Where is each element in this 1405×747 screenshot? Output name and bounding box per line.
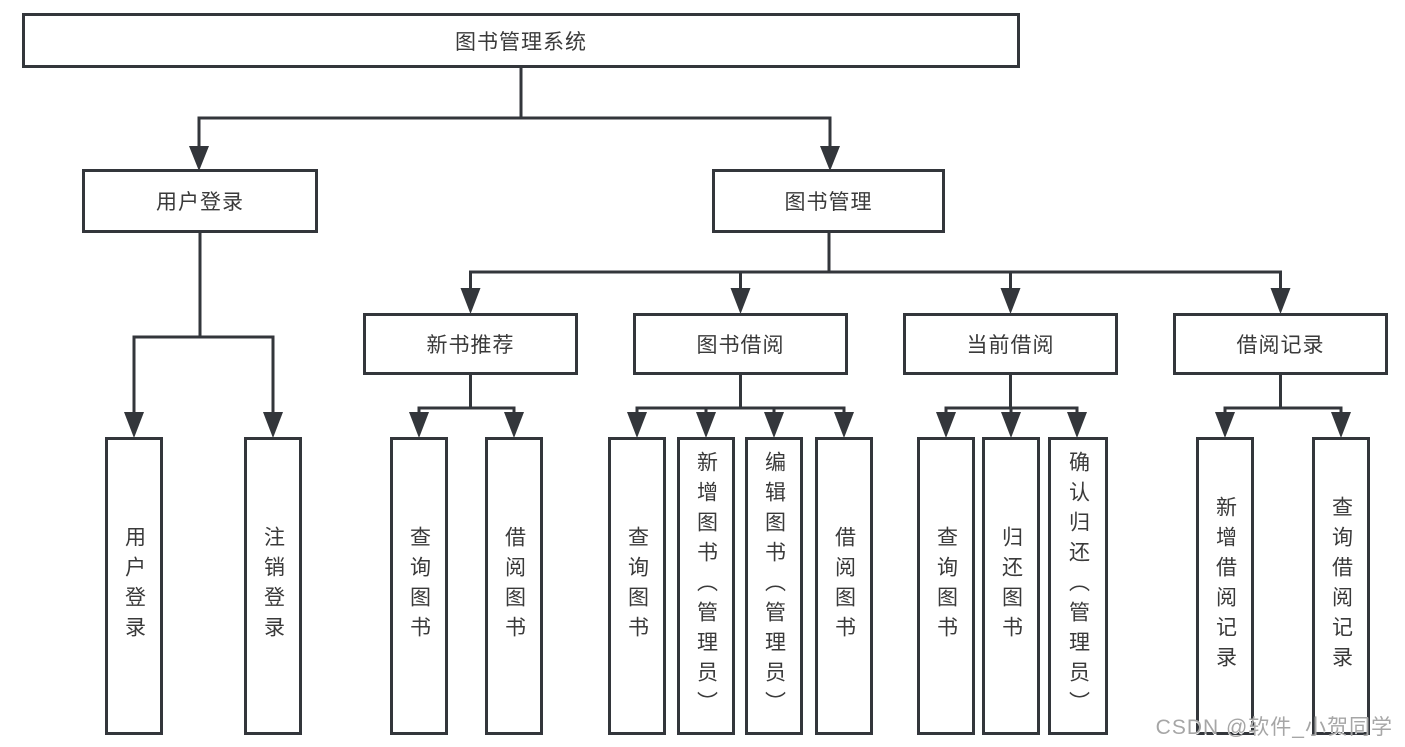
node-current-borrow-label: 当前借阅 [966,334,1055,357]
leaf-borrow-books-recommend-label: 借阅图书 [502,526,526,646]
leaf-user-login: 用户登录 [105,437,163,735]
node-new-book-recommend-label: 新书推荐 [426,334,515,357]
leaf-confirm-return-admin: 确认归还（管理员） [1048,437,1108,735]
csdn-watermark: CSDN @软件_小贺同学 [1155,716,1393,739]
node-book-management: 图书管理 [712,169,945,233]
leaf-borrow-books-label: 借阅图书 [832,526,856,646]
node-user-login-label: 用户登录 [156,191,244,214]
node-borrow-records-label: 借阅记录 [1236,334,1325,357]
leaf-user-login-label: 用户登录 [122,526,146,646]
node-new-book-recommend: 新书推荐 [363,313,578,375]
leaf-confirm-return-admin-label: 确认归还（管理员） [1066,451,1090,721]
leaf-return-book-label: 归还图书 [999,526,1023,646]
leaf-query-books-current-label: 查询图书 [934,526,958,646]
node-book-borrow: 图书借阅 [633,313,848,375]
leaf-add-borrow-record: 新增借阅记录 [1196,437,1254,735]
leaf-add-borrow-record-label: 新增借阅记录 [1213,496,1237,676]
leaf-query-books-borrow-label: 查询图书 [625,526,649,646]
node-book-management-label: 图书管理 [784,191,873,214]
leaf-logout-label: 注销登录 [261,526,285,646]
node-current-borrow: 当前借阅 [903,313,1118,375]
leaf-edit-book-admin-label: 编辑图书（管理员） [762,451,786,721]
node-user-login: 用户登录 [82,169,318,233]
node-root: 图书管理系统 [22,13,1020,68]
node-book-borrow-label: 图书借阅 [696,334,785,357]
leaf-add-book-admin: 新增图书（管理员） [677,437,735,735]
leaf-return-book: 归还图书 [982,437,1040,735]
leaf-query-books-current: 查询图书 [917,437,975,735]
leaf-query-books-borrow: 查询图书 [608,437,666,735]
leaf-edit-book-admin: 编辑图书（管理员） [745,437,803,735]
leaf-add-book-admin-label: 新增图书（管理员） [694,451,718,721]
arrowheads [124,146,1351,438]
leaf-query-books-recommend-label: 查询图书 [407,526,431,646]
leaf-borrow-books-recommend: 借阅图书 [485,437,543,735]
node-borrow-records: 借阅记录 [1173,313,1388,375]
leaf-query-books-recommend: 查询图书 [390,437,448,735]
node-root-label: 图书管理系统 [455,30,587,54]
leaf-query-borrow-record-label: 查询借阅记录 [1329,496,1353,676]
leaf-borrow-books: 借阅图书 [815,437,873,735]
leaf-logout: 注销登录 [244,437,302,735]
leaf-query-borrow-record: 查询借阅记录 [1312,437,1370,735]
